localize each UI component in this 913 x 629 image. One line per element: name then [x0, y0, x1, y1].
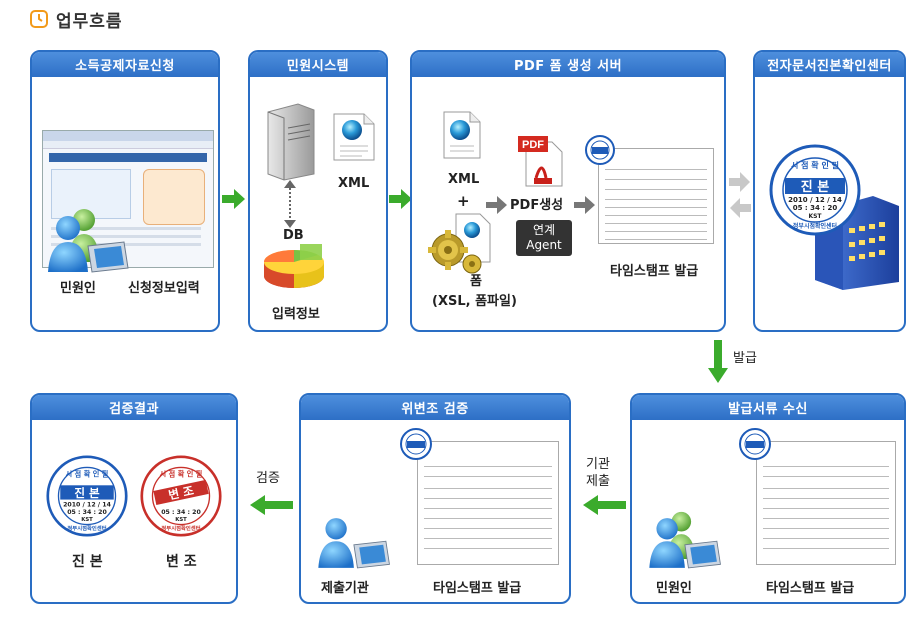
forged-result-label: 변 조 — [166, 554, 197, 570]
timestamp-issue-label: 타임스탬프 발급 — [610, 264, 699, 279]
stamp-kst: KST — [808, 213, 822, 220]
server-icon — [267, 103, 315, 181]
timestamp-issue-label: 타임스탬프 발급 — [766, 581, 855, 596]
genuine-stamp-icon: 진 본 시 점 확 인 필 2010 / 12 / 14 05 : 34 : 2… — [46, 455, 128, 537]
stamp-center-text: 진 본 — [74, 486, 100, 500]
timestamp-issue-label: 타임스탬프 발급 — [433, 581, 522, 596]
form-sub-label: (XSL, 폼파일) — [432, 294, 517, 309]
panel-pdf-form-server: PDF 폼 생성 서버 XML + 폼 (XSL, 폼파일) PDF PDF생성… — [410, 50, 726, 332]
xml-document-icon — [443, 111, 481, 159]
stamp-center-text: 진 본 — [801, 179, 829, 195]
submit-label-line-2: 제출 — [586, 474, 610, 489]
pdf-generate-label: PDF생성 — [510, 198, 564, 213]
stamp-top-text: 시 점 확 인 필 — [791, 160, 839, 170]
stamp-date: 2010 / 12 / 14 — [63, 502, 111, 509]
panel-e-document-center: 전자문서진본확인센터 진 본 시 점 확 인 필 2010 / 12 / 14 … — [753, 50, 906, 332]
citizen-label: 민원인 — [60, 281, 96, 296]
page-header: 업무흐름 — [30, 6, 123, 32]
person-laptop-icon — [318, 518, 390, 569]
small-stamp-icon — [400, 428, 432, 460]
xml-document-icon — [333, 113, 375, 161]
xml-label: XML — [448, 172, 480, 187]
stamp-kst: KST — [81, 517, 93, 523]
database-chart-icon — [264, 244, 324, 288]
small-stamp-icon — [739, 428, 771, 460]
form-label: 폼 — [470, 274, 482, 289]
page-title: 업무흐름 — [56, 11, 123, 32]
arrow-right-gray-2 — [574, 196, 595, 214]
person-laptop-icon — [48, 209, 129, 273]
arrow-left-green-2 — [250, 495, 293, 515]
small-stamp-icon — [585, 135, 615, 165]
submitting-agency-label: 제출기관 — [321, 581, 369, 596]
submit-label-line-1: 기관 — [586, 457, 610, 472]
issue-label: 발급 — [733, 351, 757, 366]
form-gear-icon — [428, 213, 491, 274]
panel-title: 소득공제자료신청 — [32, 52, 218, 77]
arrow-left-gray — [730, 198, 751, 218]
stamp-top-text: 시 점 확 인 필 — [160, 469, 203, 478]
timestamped-document-image — [756, 441, 896, 565]
dotted-double-arrow-icon — [284, 180, 296, 228]
panel-title: 전자문서진본확인센터 — [755, 52, 904, 77]
link-agent-badge: 연계 Agent — [516, 220, 572, 256]
genuine-result-label: 진 본 — [72, 554, 103, 570]
arrow-down-green — [708, 340, 728, 383]
plus-label: + — [457, 192, 470, 210]
panel-title: 위변조 검증 — [301, 395, 569, 420]
agent-line-1: 연계 — [532, 223, 556, 237]
submit-label: 기관 제출 — [586, 456, 610, 490]
forged-stamp-icon: 변 조 시 점 확 인 필 05 : 34 : 20 KST 정부시점확인센터 — [140, 455, 222, 537]
panel-verification-result: 검증결과 진 본 시 점 확 인 필 2010 / 12 / 14 05 : 3… — [30, 393, 238, 604]
stamp-kst: KST — [175, 517, 187, 523]
agent-line-2: Agent — [526, 238, 562, 252]
timestamped-document-image — [417, 441, 559, 565]
person-laptop-icon — [649, 511, 721, 569]
arrow-right-green-1 — [222, 189, 245, 209]
db-label: DB — [283, 228, 304, 243]
arrow-left-green-1 — [583, 495, 626, 515]
stamp-center-text: 변 조 — [167, 483, 195, 502]
verify-label: 검증 — [256, 471, 280, 486]
citizen-label: 민원인 — [656, 581, 692, 596]
input-info-label: 입력정보 — [272, 307, 320, 322]
stamp-date: 2010 / 12 / 14 — [788, 196, 842, 204]
stamp-top-text: 시 점 확 인 필 — [66, 469, 109, 478]
svg-text:PDF: PDF — [522, 139, 544, 151]
stamp-time: 05 : 34 : 20 — [67, 509, 107, 516]
xml-label: XML — [338, 176, 370, 191]
pdf-adobe-icon: PDF — [518, 136, 563, 187]
panel-issued-doc-received: 발급서류 수신 민원인 타임스탬프 발급 — [630, 393, 906, 604]
request-input-label: 신청정보입력 — [128, 281, 200, 296]
arrow-right-gray-1 — [486, 196, 507, 214]
panel-title: 검증결과 — [32, 395, 236, 420]
stamp-time: 05 : 34 : 20 — [161, 509, 201, 516]
stamp-bottom-text: 정부시점확인센터 — [67, 524, 106, 532]
genuine-stamp-icon: 진 본 시 점 확 인 필 2010 / 12 / 14 05 : 34 : 2… — [769, 144, 861, 236]
arrow-right-gray-3 — [729, 172, 750, 192]
panel-title: PDF 폼 생성 서버 — [412, 52, 724, 77]
arrow-right-green-2 — [389, 189, 412, 209]
panel-income-deduction-request: 소득공제자료신청 민원인 신청정보입력 — [30, 50, 220, 332]
clock-icon — [30, 10, 48, 28]
panel-forgery-check: 위변조 검증 제출기관 타임스탬프 발급 — [299, 393, 571, 604]
panel-title: 발급서류 수신 — [632, 395, 904, 420]
stamp-time: 05 : 34 : 20 — [793, 204, 838, 212]
timestamped-document-image — [598, 148, 714, 244]
panel-civil-system: 민원시스템 XML DB 입력정보 — [248, 50, 388, 332]
stamp-bottom-text: 정부시점확인센터 — [161, 524, 200, 532]
stamp-bottom-text: 정부시점확인센터 — [793, 222, 837, 230]
panel-title: 민원시스템 — [250, 52, 386, 77]
